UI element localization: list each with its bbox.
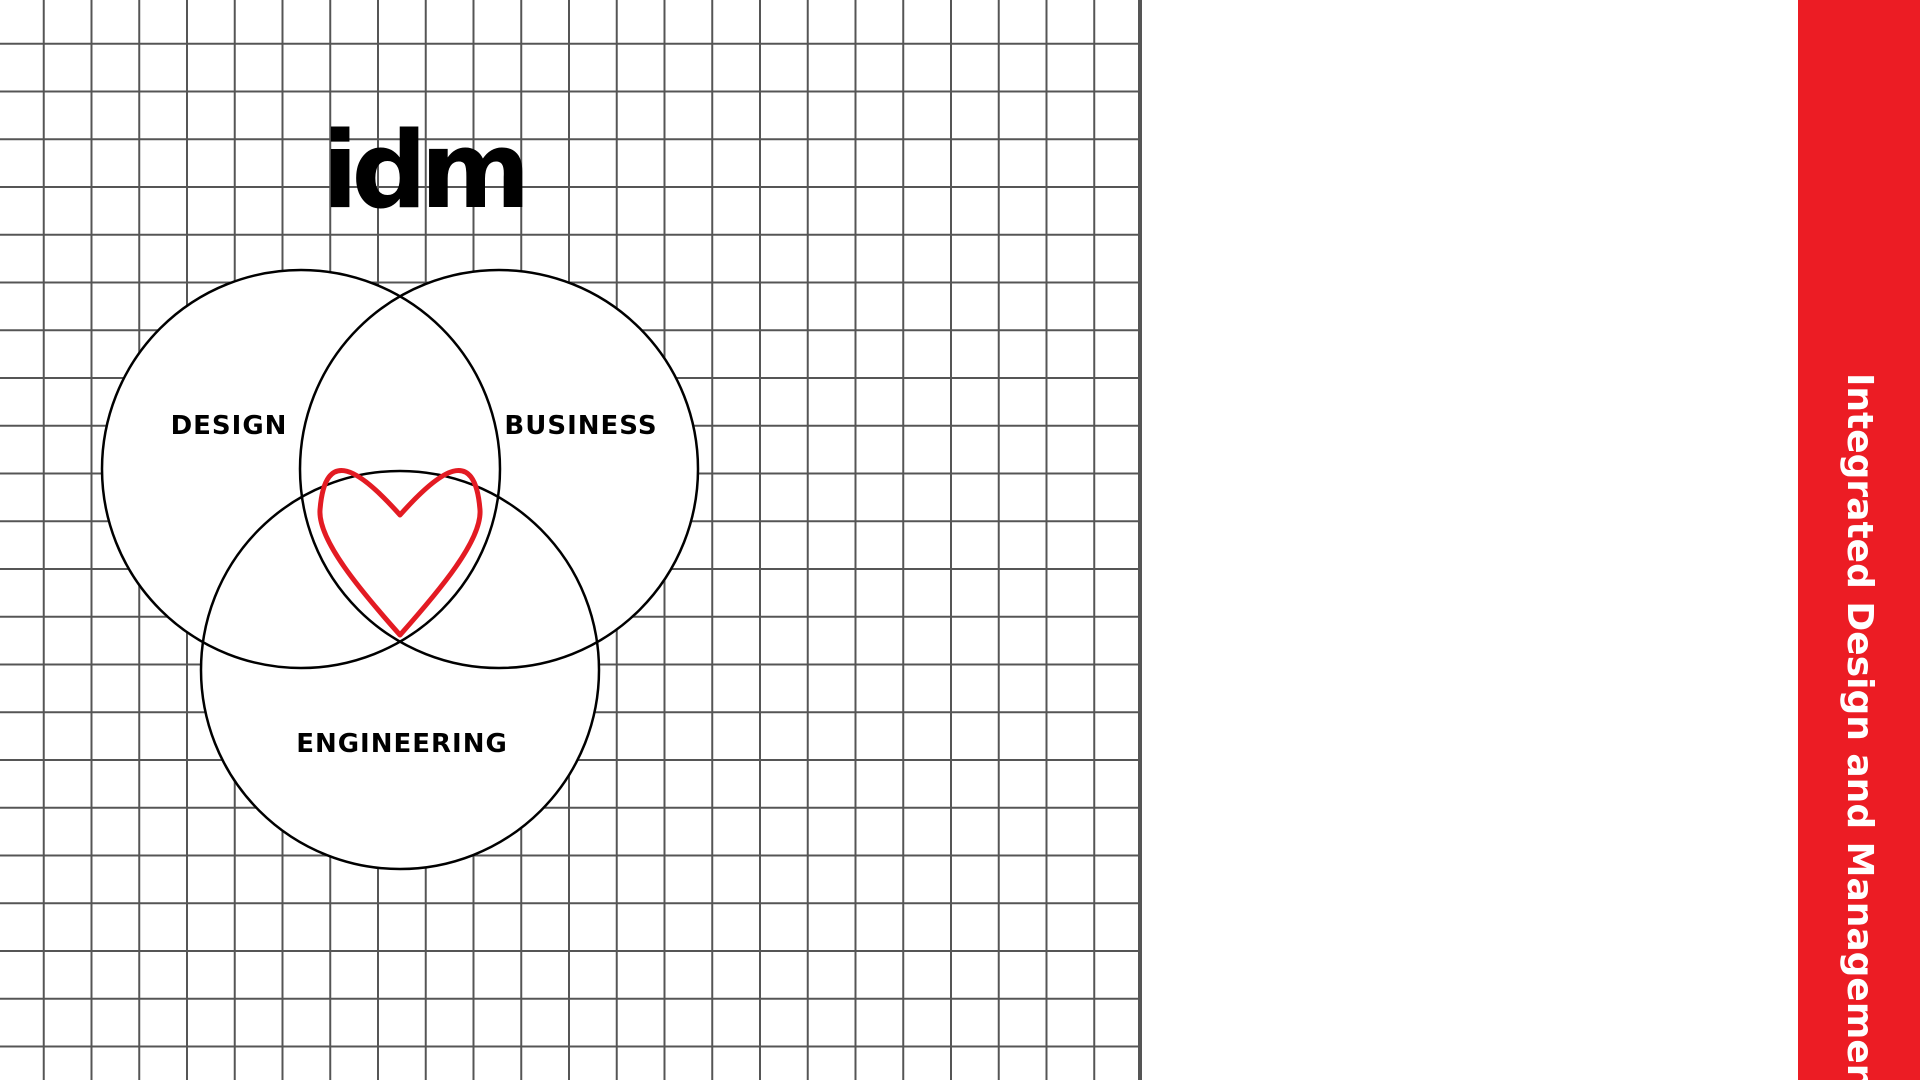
idm-logo: idm [322,109,531,232]
side-band [1798,0,1920,1080]
venn-diagram: DESIGN BUSINESS ENGINEERING [100,268,700,871]
engineering-circle [199,469,601,871]
business-label: BUSINESS [504,411,657,441]
heart-icon [317,468,483,638]
side-title: Integrated Design and Management [1839,373,1880,1080]
engineering-circle-fill [201,471,599,869]
grid-border [1138,0,1141,1080]
business-circle [298,268,700,670]
engineering-label: ENGINEERING [296,729,508,759]
design-label: DESIGN [171,411,288,441]
design-circle [100,268,502,670]
